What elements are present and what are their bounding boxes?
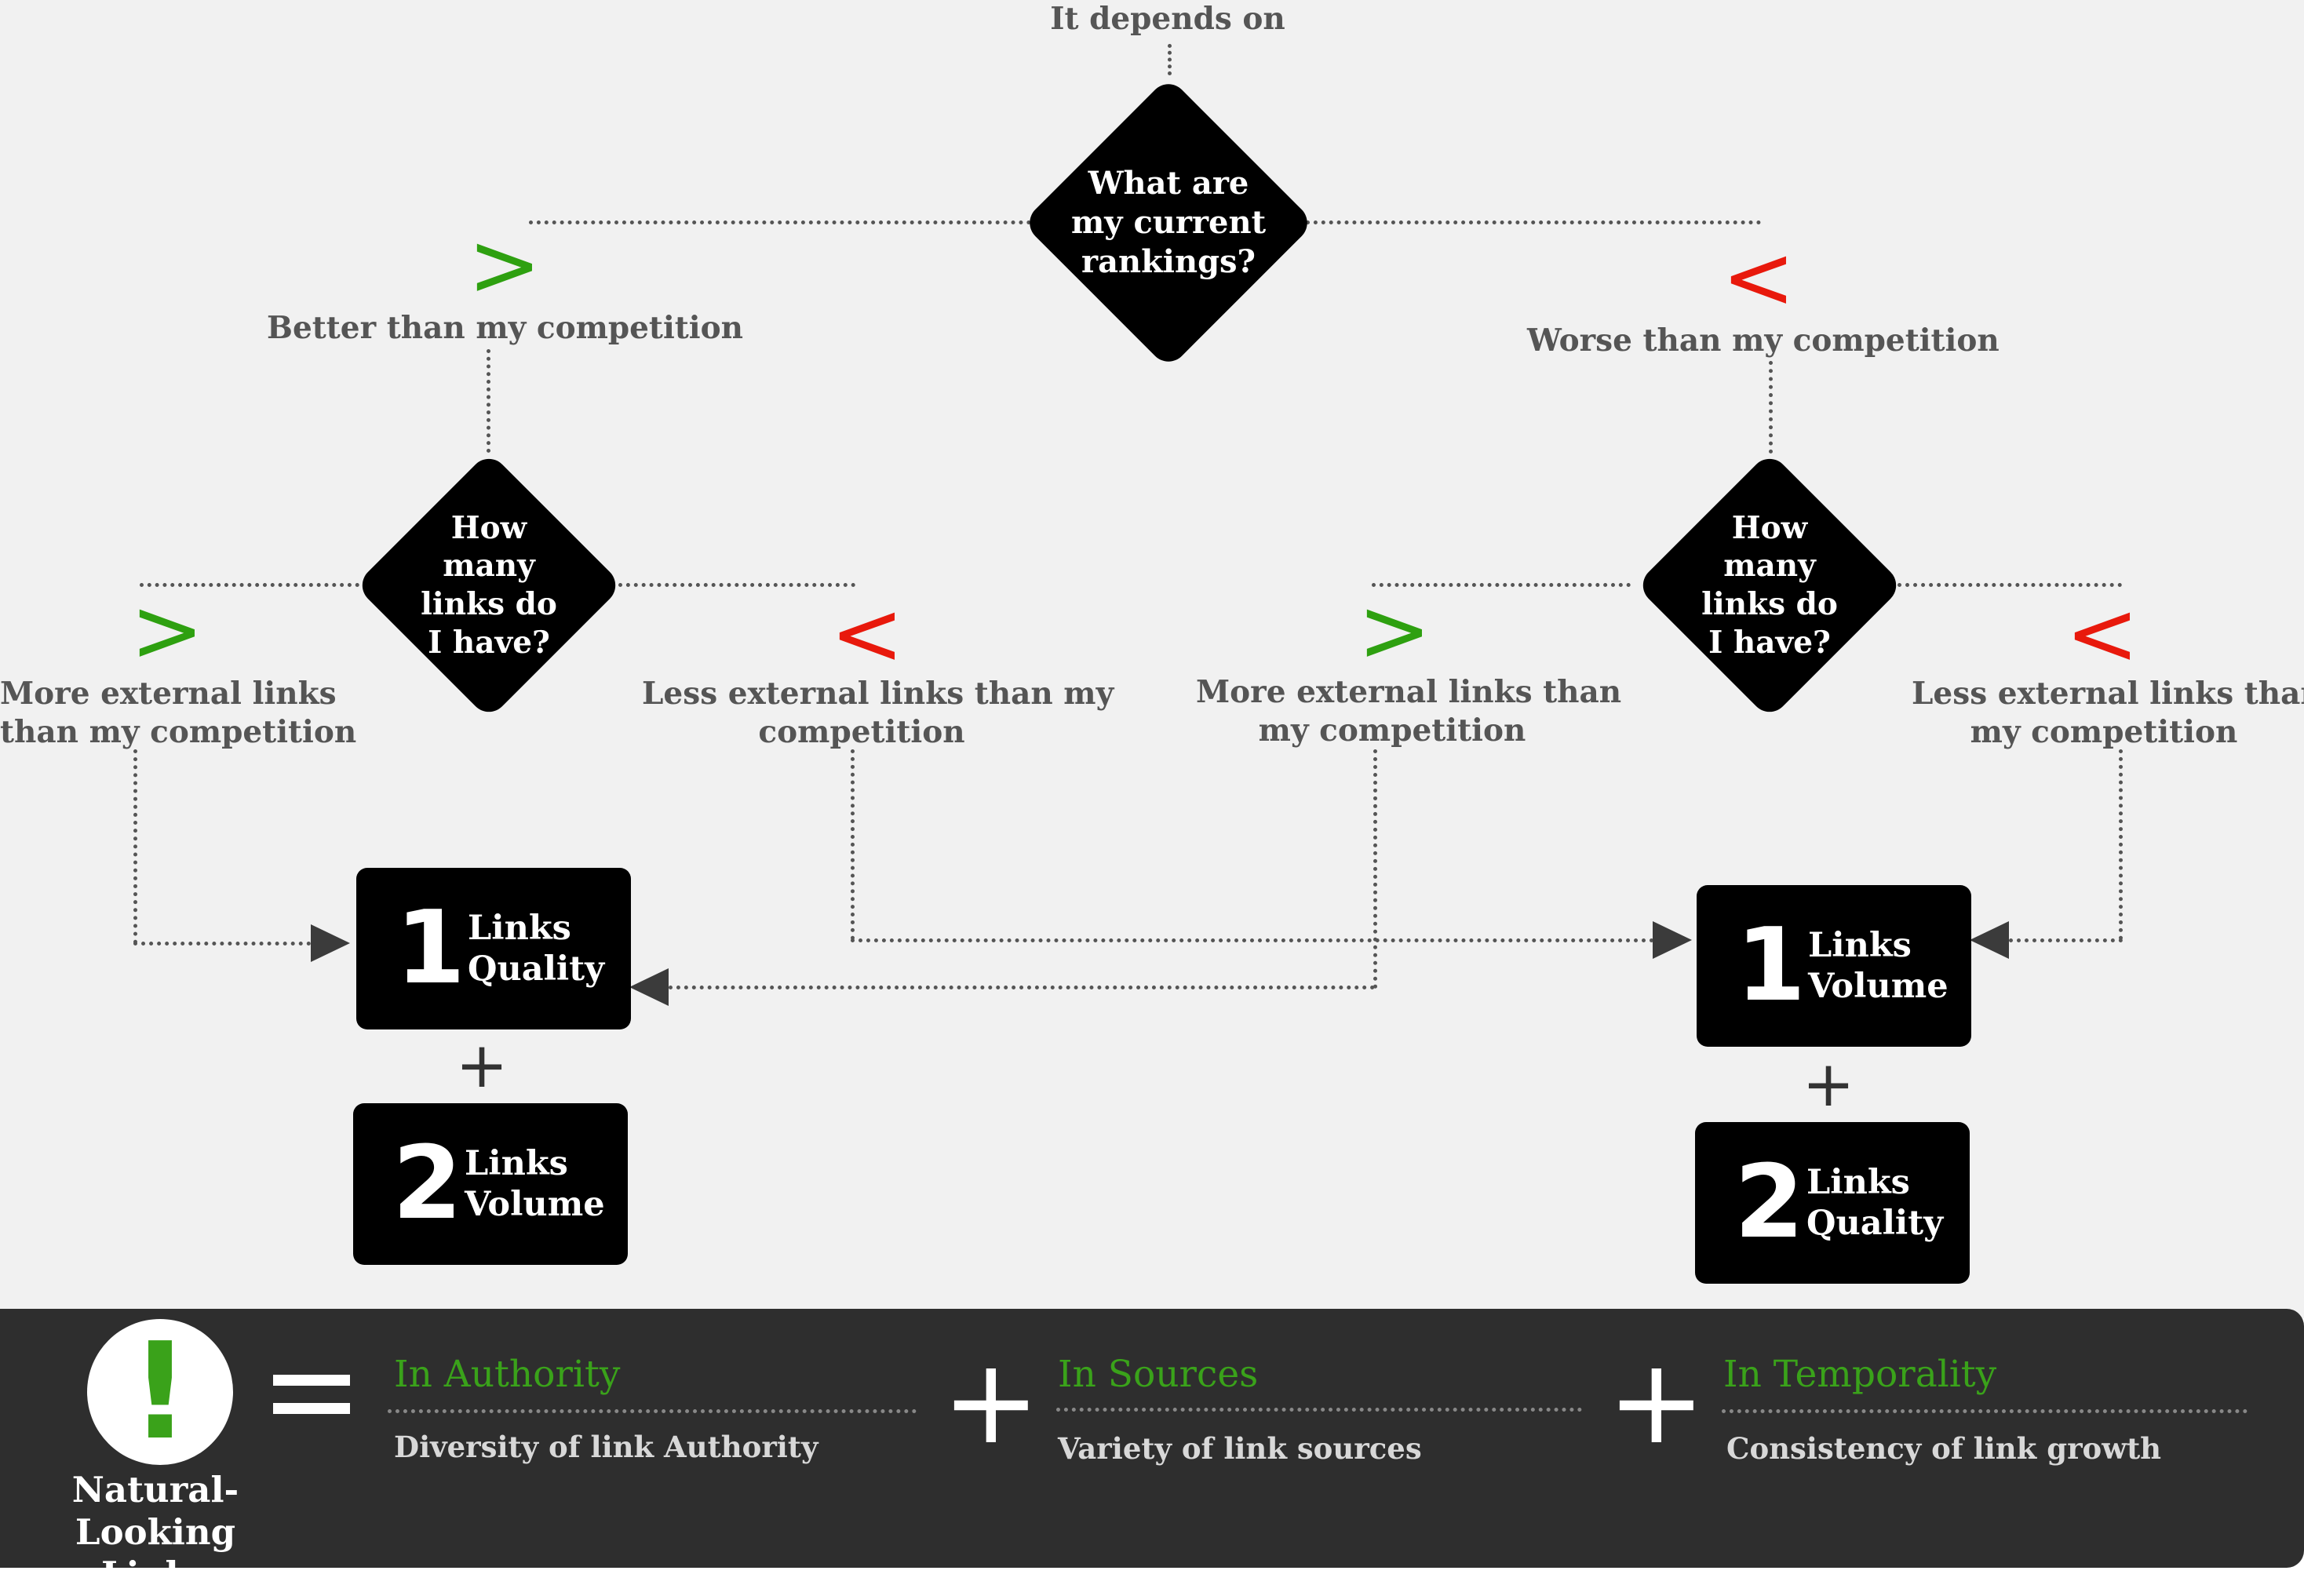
branch-label-better: Better than my competition	[267, 310, 743, 346]
exclamation-glyph: !	[129, 1314, 191, 1470]
plus-sign: +	[942, 1334, 1041, 1470]
priority-number: 2	[392, 1125, 463, 1242]
connector	[133, 749, 137, 944]
connector	[140, 583, 359, 587]
footer-sub-sources: Variety of link sources	[1058, 1431, 1422, 1466]
connector	[1306, 220, 1761, 224]
outcome-box-right-1: 1 Links Volume	[1697, 885, 1971, 1047]
greater-than-symbol: >	[1358, 580, 1431, 682]
footer-dotted-divider	[1056, 1408, 1582, 1412]
connector	[133, 942, 311, 946]
plus-sign: +	[455, 1029, 509, 1102]
footer-heading-authority: In Authority	[394, 1353, 621, 1396]
connector	[669, 986, 1375, 989]
footer-title: Natural-Looking Links	[71, 1469, 239, 1595]
outcome-box-left-1: 1 Links Quality	[356, 868, 631, 1029]
branch-label-right-less: Less external links than my competition	[1912, 676, 2304, 750]
footer-heading-sources: In Sources	[1058, 1353, 1259, 1396]
footer-bar	[0, 1309, 2304, 1568]
exclamation-icon: !	[87, 1319, 233, 1465]
footer-heading-temporality: In Temporality	[1723, 1353, 1997, 1396]
outcome-box-right-2: 2 Links Quality	[1695, 1122, 1970, 1284]
connector	[2009, 938, 2123, 942]
outcome-label: Links Volume	[465, 1143, 605, 1224]
connector	[487, 349, 490, 453]
connector	[618, 583, 855, 587]
branch-label-worse: Worse than my competition	[1527, 322, 2000, 359]
connector	[2119, 749, 2123, 940]
arrow-into-left-box	[629, 968, 669, 1006]
priority-number: 1	[396, 890, 466, 1007]
connector	[1168, 44, 1172, 75]
decision-links-left-label: How many links do I have?	[421, 509, 557, 661]
branch-label-right-more: More external links than my competition	[1196, 674, 1622, 749]
outcome-label: Links Quality	[1806, 1162, 1944, 1243]
priority-number: 1	[1736, 907, 1806, 1024]
priority-number: 2	[1734, 1144, 1805, 1261]
footer-dotted-divider	[388, 1409, 917, 1413]
decision-current-rankings-label: What are my current rankings?	[1070, 165, 1267, 280]
equals-sign	[273, 1375, 350, 1414]
connector	[851, 938, 1654, 942]
outcome-label: Links Volume	[1808, 925, 1949, 1006]
arrow-into-right-box	[1653, 921, 1692, 959]
less-than-symbol: <	[1722, 227, 1795, 329]
greater-than-symbol: >	[468, 214, 541, 316]
arrow-into-left-box	[311, 924, 350, 962]
decision-links-right-label: How many links do I have?	[1701, 509, 1838, 661]
connector	[1898, 583, 2122, 587]
arrow-into-right-box	[1970, 921, 2009, 959]
footer-sub-temporality: Consistency of link growth	[1726, 1431, 2162, 1466]
outcome-box-left-2: 2 Links Volume	[353, 1103, 628, 1265]
intro-text: It depends on	[1050, 1, 1285, 37]
connector	[1769, 361, 1773, 454]
footer-dotted-divider	[1722, 1409, 2247, 1413]
connector	[1373, 749, 1377, 989]
less-than-symbol: <	[830, 583, 904, 685]
greater-than-symbol: >	[130, 580, 204, 682]
plus-sign: +	[1802, 1048, 1855, 1120]
plus-sign: +	[1607, 1334, 1706, 1470]
footer-sub-authority: Diversity of link Authority	[394, 1430, 818, 1464]
connector	[1372, 583, 1631, 587]
less-than-symbol: <	[2065, 583, 2139, 685]
connector	[529, 220, 1031, 224]
outcome-label: Links Quality	[468, 908, 605, 989]
branch-label-left-less: Less external links than my competition	[642, 676, 1114, 750]
connector	[851, 749, 855, 940]
branch-label-left-more: More external links than my competition	[0, 676, 357, 750]
